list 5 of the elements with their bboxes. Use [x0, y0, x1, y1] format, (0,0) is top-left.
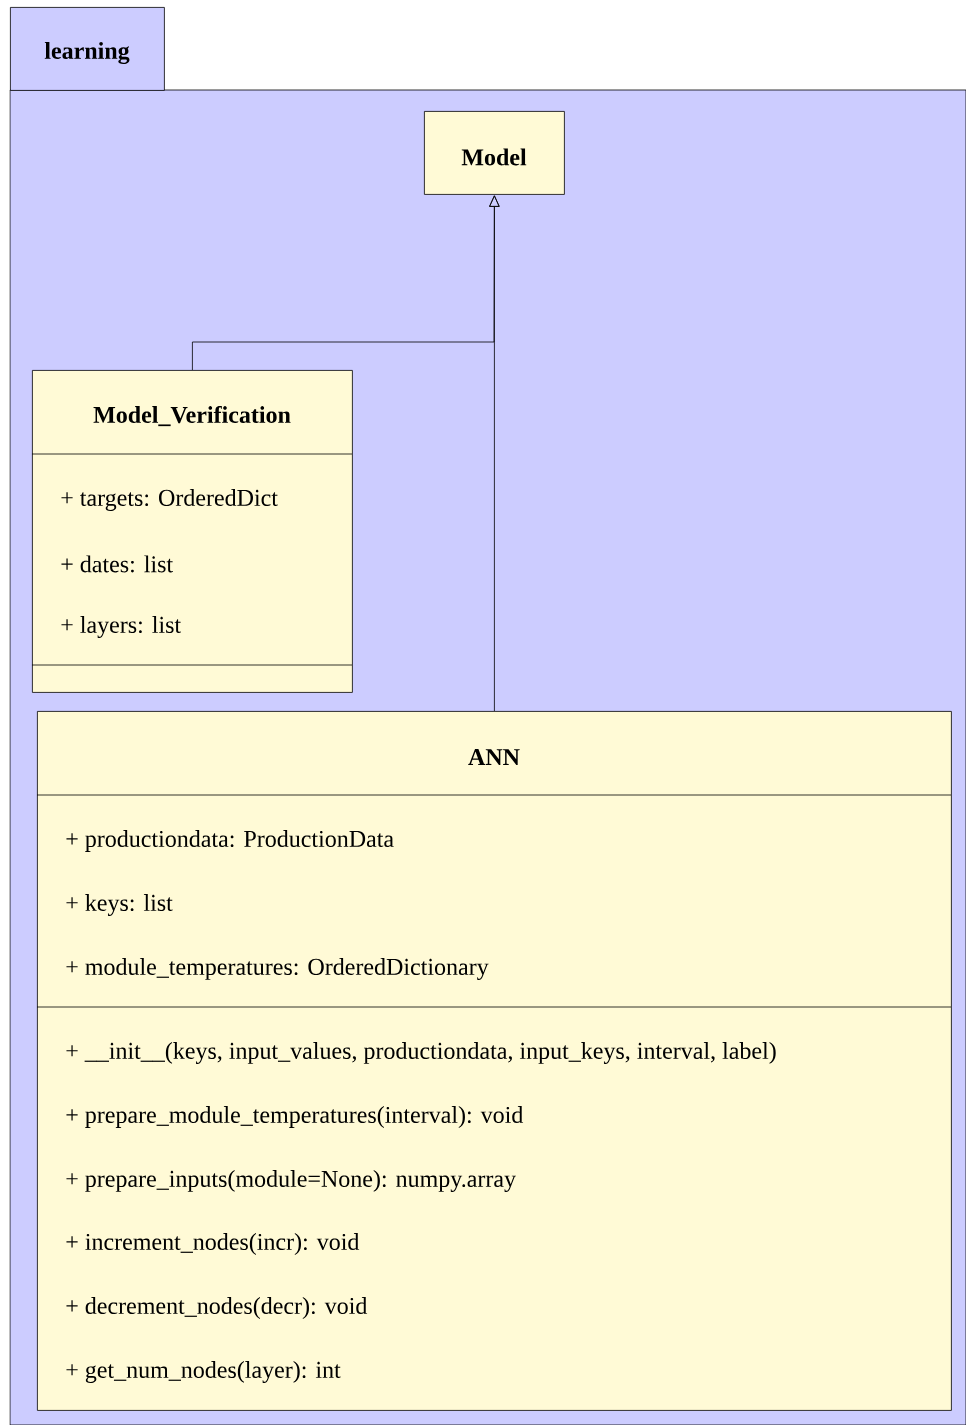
- node-label: learning: [44, 42, 130, 64]
- class-box: ANN + productiondata: ProductionData + keys: list + module_temperatures: OrderedDictionary + __init__(keys, input_values, productiondata, input_keys, interval, label) + prepare_module_temperatures(interval): void + prepare_inputs(module=None): numpy.array + increment_nodes(incr): void + decrement_nodes(decr): void + get_num_nodes(layer): int: [36, 711, 952, 1411]
- arrow: [489, 195, 500, 712]
- class-box: Model_Verification + targets: OrderedDict + dates: list + layers: list: [31, 370, 353, 693]
- class-box: Model: [424, 111, 565, 195]
